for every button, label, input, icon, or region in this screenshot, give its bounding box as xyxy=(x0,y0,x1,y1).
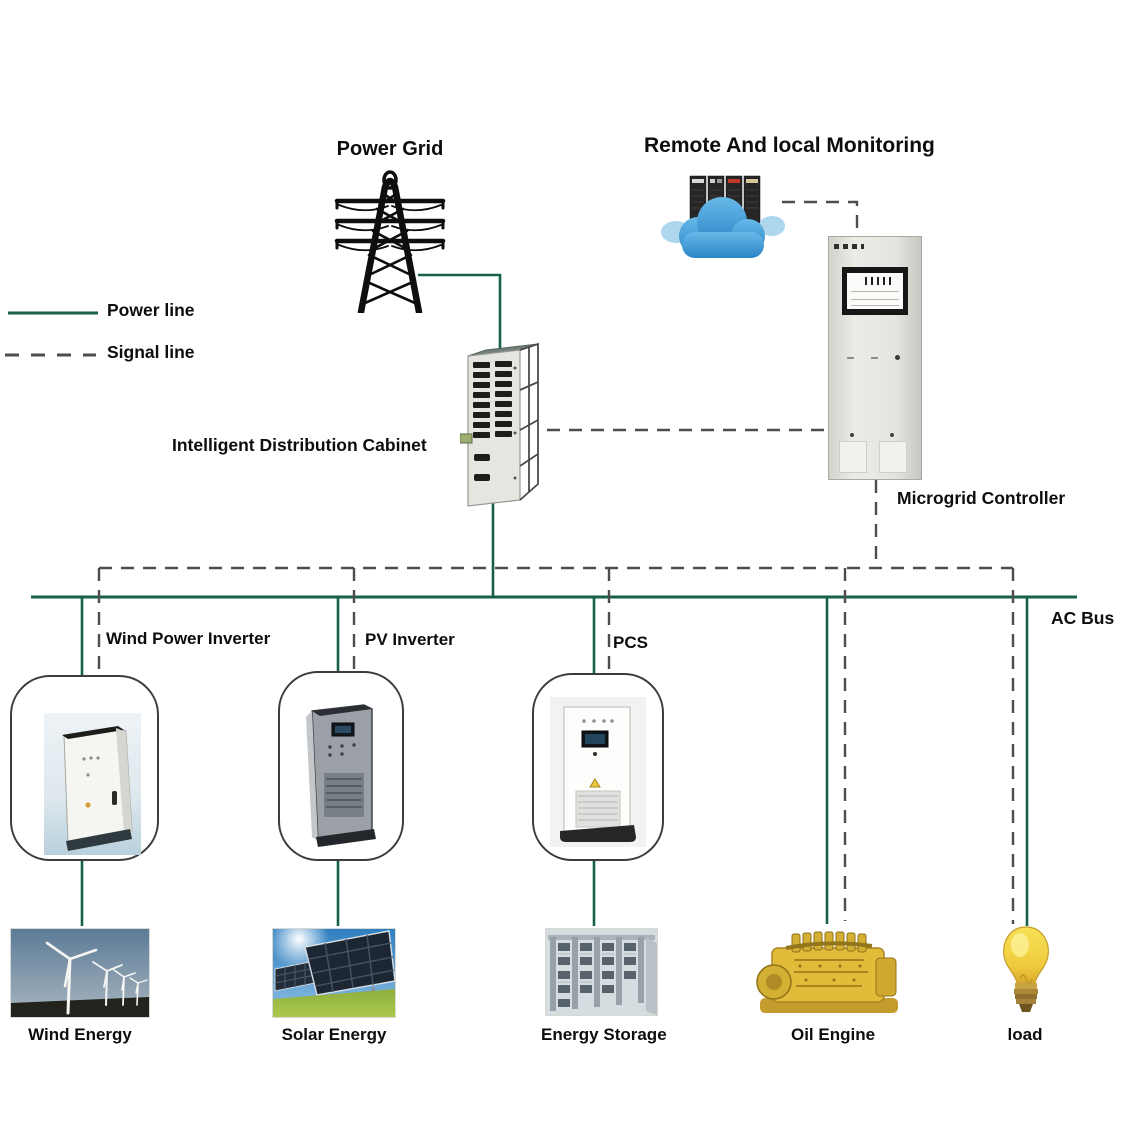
battery-rack-icon xyxy=(548,935,657,1015)
cabinet-top-marks xyxy=(834,244,864,249)
solar-energy-label: Solar Energy xyxy=(281,1025,387,1044)
wind-turbine-icon xyxy=(45,941,148,1015)
light-bulb-icon xyxy=(1003,926,1049,1012)
microgrid-controller-label: Microgrid Controller xyxy=(897,488,1066,508)
legend-signal-label: Signal line xyxy=(107,342,195,362)
wind-energy-photo xyxy=(10,928,150,1018)
monitoring-cloud-server-icon xyxy=(661,175,785,258)
cabinet-vent xyxy=(839,441,867,473)
oil-engine-icon xyxy=(756,931,898,1013)
ac-bus-label: AC Bus xyxy=(1051,608,1115,628)
pv-inverter-cabinet-image xyxy=(306,704,376,847)
legend-power-label: Power line xyxy=(107,300,195,320)
signal-line-cloud-to-controller xyxy=(782,200,859,236)
pv-inverter-label: PV Inverter xyxy=(365,630,455,649)
wind-inverter-box xyxy=(10,675,159,861)
pcs-cabinet-image xyxy=(550,697,646,847)
power-line-grid-to-cabinet xyxy=(418,273,502,352)
cabinet-vent xyxy=(879,441,907,473)
solar-energy-photo xyxy=(272,928,396,1018)
controller-screen xyxy=(842,267,908,315)
pv-inverter-box xyxy=(278,671,404,861)
distribution-cabinet-label: Intelligent Distribution Cabinet xyxy=(172,435,427,455)
pcs-box xyxy=(532,673,664,861)
wind-inverter-label: Wind Power Inverter xyxy=(106,629,271,648)
oil-engine-label: Oil Engine xyxy=(790,1025,876,1044)
wind-inverter-cabinet-image xyxy=(44,713,141,855)
load-label: load xyxy=(1007,1025,1043,1044)
transmission-tower-icon xyxy=(334,170,446,313)
wind-energy-label: Wind Energy xyxy=(28,1025,132,1044)
energy-storage-photo xyxy=(545,928,658,1016)
microgrid-controller-cabinet xyxy=(828,236,922,480)
pcs-label: PCS xyxy=(613,633,648,652)
cloud-icon xyxy=(661,197,785,258)
power-grid-label: Power Grid xyxy=(336,138,444,160)
cabinet-handle xyxy=(460,433,473,444)
energy-storage-label: Energy Storage xyxy=(541,1025,667,1044)
distribution-cabinet-icon xyxy=(460,342,539,507)
monitoring-label: Remote And local Monitoring xyxy=(644,134,935,157)
